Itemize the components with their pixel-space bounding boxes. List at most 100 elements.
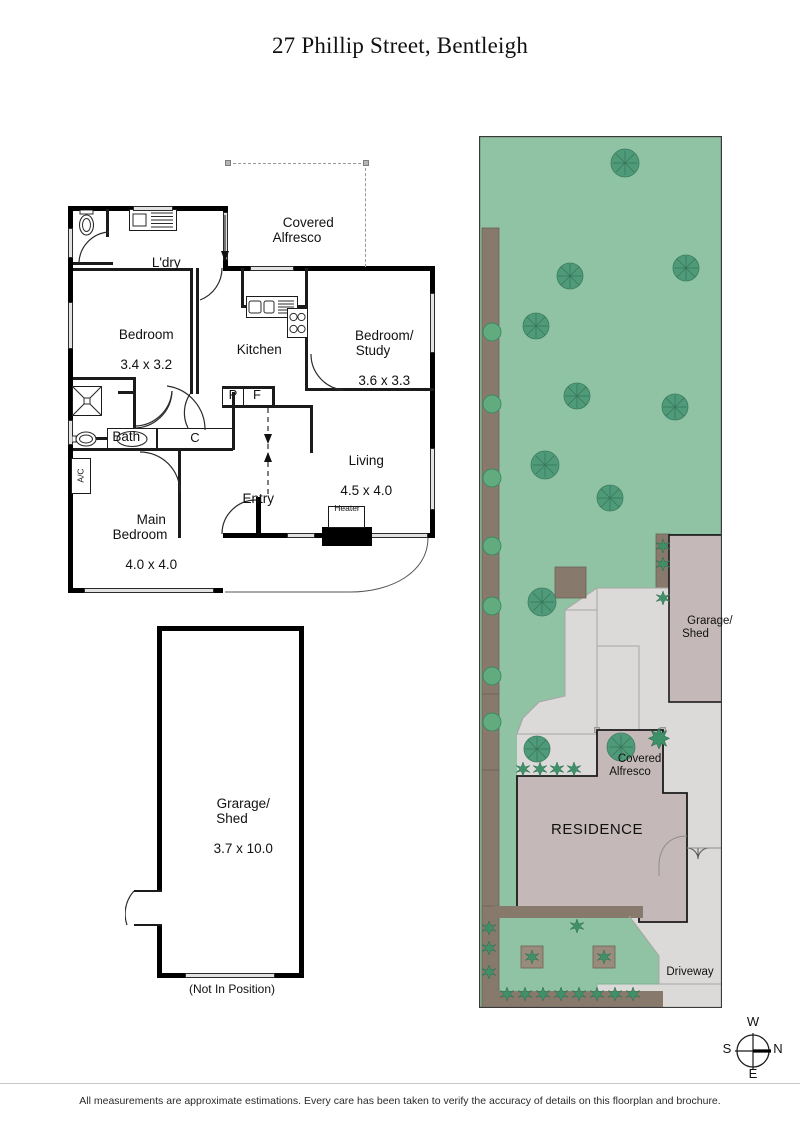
window: [68, 420, 73, 445]
wall-segment: [310, 405, 313, 453]
wall-segment: [73, 262, 113, 265]
room-label-bedroom-study: Bedroom/Study 3.6 x 3.3: [318, 313, 428, 403]
site-plan-svg: [479, 136, 722, 1008]
wall-segment: [241, 268, 244, 308]
toilet-fixture: [76, 209, 98, 238]
wall-segment: [133, 377, 136, 391]
wall-segment: [223, 266, 435, 271]
wall-segment: [272, 405, 312, 408]
living-dims: 4.5 x 4.0: [340, 483, 393, 498]
cooktop-burners: [287, 308, 308, 338]
site-trees: [479, 136, 722, 1008]
wall-segment: [196, 368, 199, 394]
window: [430, 293, 435, 353]
heater-label: Heater: [334, 503, 360, 513]
garage-wall-left-upper: [157, 626, 162, 891]
wall-segment: [73, 377, 133, 380]
fridge-label: F: [253, 387, 261, 402]
laundry-trough-detail: [129, 209, 177, 231]
bath-name: Bath: [112, 429, 141, 444]
cupboard-label: C: [190, 430, 200, 445]
wall-segment: [178, 450, 181, 538]
garage-shed-plan: Grarage/Shed 3.7 x 10.0 (Not In Position…: [124, 626, 304, 996]
air-conditioner-unit: [71, 458, 91, 494]
room-label-bedroom-2: Bedroom 3.4 x 3.2: [80, 312, 190, 387]
main-bedroom-dims: 4.0 x 4.0: [125, 557, 178, 572]
site-flower-rows: [479, 136, 722, 1008]
wall-segment: [73, 268, 193, 271]
garage-note: (Not In Position): [188, 982, 276, 996]
page-title: 27 Phillip Street, Bentleigh: [271, 33, 529, 58]
footer-disclaimer: All measurements are approximate estimat…: [79, 1095, 721, 1107]
wall-segment: [272, 386, 275, 408]
heater-unit: [322, 527, 372, 546]
garage-door-swing: [124, 885, 170, 930]
site-shrubs: [479, 136, 722, 1008]
laundry-window: [133, 206, 173, 211]
wall-segment: [232, 392, 235, 450]
main-floorplan: Heater P F: [0, 0, 470, 620]
alfresco-corner-node: [363, 160, 369, 166]
wall-segment: [133, 391, 136, 431]
garage-door-jamb-top: [134, 890, 162, 892]
compass-south-label: S: [722, 1041, 732, 1056]
bedroom-2-dims: 3.4 x 3.2: [120, 357, 173, 372]
compass-north-label: N: [773, 1041, 783, 1056]
garage-roller-door: [185, 973, 275, 978]
wall-segment: [222, 405, 274, 408]
wall-segment: [305, 388, 345, 391]
window: [84, 588, 214, 593]
wall-segment: [340, 388, 434, 391]
room-label-entry: Entry: [205, 476, 289, 521]
site-garage-shed-text: Grarage/Shed: [682, 615, 733, 640]
compass-west-label: W: [746, 1014, 760, 1029]
covered-alfresco-outline-right: [365, 163, 367, 267]
window: [68, 302, 73, 349]
garage-name: Grarage/Shed: [216, 796, 270, 826]
window: [68, 228, 73, 258]
room-label-kitchen: Kitchen: [198, 327, 298, 372]
wall-segment: [190, 368, 193, 394]
window: [287, 533, 315, 538]
window: [430, 448, 435, 510]
bedroom-2-name: Bedroom: [118, 327, 174, 342]
site-residence-label: RESIDENCE: [550, 821, 644, 838]
garage-wall-right: [299, 626, 304, 978]
wall-segment: [118, 391, 136, 394]
bedroom-study-name: Bedroom/Study: [354, 328, 414, 358]
door-swings: [0, 0, 470, 620]
footer-divider: [0, 1083, 800, 1084]
garage-dims: 3.7 x 10.0: [213, 841, 273, 856]
wall-segment: [256, 497, 261, 538]
kitchen-window: [250, 266, 294, 271]
wall-segment: [222, 386, 274, 389]
shower-cross: [71, 385, 103, 417]
bedroom-study-dims: 3.6 x 3.3: [358, 373, 411, 388]
bathtub-basin: [107, 428, 157, 450]
wall-segment: [223, 533, 257, 538]
basin-fixture: [71, 429, 98, 449]
room-label-laundry: L'dry: [110, 240, 200, 285]
wall-segment: [190, 268, 193, 368]
site-garage-shed-label: Grarage/Shed: [668, 602, 733, 654]
kitchen-name: Kitchen: [236, 342, 282, 357]
garage-wall-left-lower: [157, 925, 162, 978]
wall-segment: [430, 266, 435, 538]
entry-name: Entry: [242, 491, 275, 506]
garage-door-jamb-bottom: [134, 924, 162, 926]
laundry-name: L'dry: [151, 255, 181, 270]
wall-segment: [73, 448, 233, 451]
wall-segment: [106, 209, 109, 237]
room-label-bath: Bath: [80, 414, 150, 459]
heater-outline: [328, 506, 365, 528]
compass-east-label: E: [748, 1066, 758, 1081]
garage-label: Grarage/Shed 3.7 x 10.0: [167, 781, 297, 871]
site-driveway-label: Driveway: [666, 966, 714, 978]
room-label-living: Living 4.5 x 4.0: [300, 438, 410, 513]
